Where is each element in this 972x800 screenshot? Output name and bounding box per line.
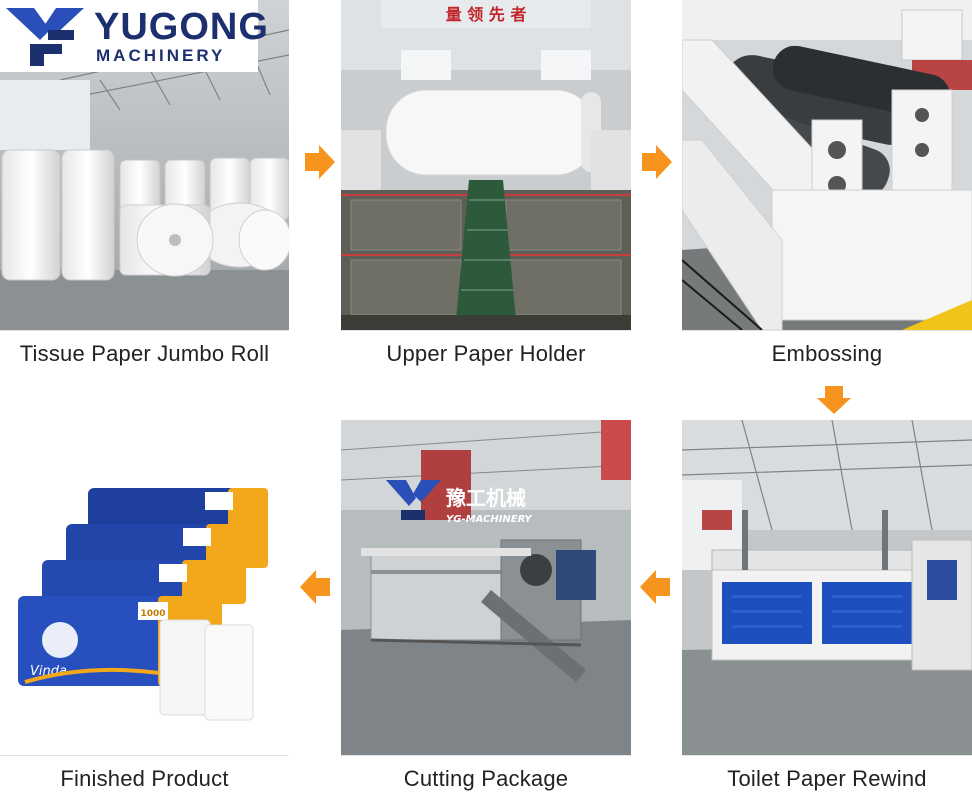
pack-count: 1000 xyxy=(140,609,165,619)
step-label: Finished Product xyxy=(60,766,229,791)
step-label: Upper Paper Holder xyxy=(386,341,586,366)
watermark-en: YG-MACHINERY xyxy=(446,514,533,525)
step-label: Embossing xyxy=(771,341,883,366)
cutting-package-photo: 豫工机械 YG-MACHINERY xyxy=(341,420,631,755)
flow-arrow-left-icon xyxy=(640,570,670,604)
step-card-cutting-package: 豫工机械 YG-MACHINERY Cutting Package xyxy=(341,420,631,800)
step-label: Tissue Paper Jumbo Roll xyxy=(19,341,270,366)
caption-divider xyxy=(0,755,289,756)
caption-divider xyxy=(682,755,972,756)
step-label: Toilet Paper Rewind xyxy=(727,766,927,791)
brand-logo: YUGONG MACHINERY xyxy=(0,0,268,72)
toilet-paper-rewind-photo xyxy=(682,420,972,755)
caption-divider xyxy=(682,330,972,331)
caption-divider xyxy=(341,330,631,331)
caption-divider xyxy=(341,755,631,756)
step-label: Cutting Package xyxy=(403,766,569,791)
finished-product-photo: 1000 Vinda xyxy=(0,420,289,755)
step-card-upper-paper-holder: 量 领 先 者 xyxy=(341,0,631,380)
flow-arrow-right-icon xyxy=(642,145,672,179)
step-card-embossing: Embossing xyxy=(682,0,972,380)
flow-arrow-left-icon xyxy=(300,570,330,604)
yg-logo-icon xyxy=(6,8,84,66)
upper-paper-holder-photo: 量 领 先 者 xyxy=(341,0,631,330)
yg-watermark-icon xyxy=(386,480,441,520)
brand-name: YUGONG xyxy=(94,6,269,48)
embossing-photo xyxy=(682,0,972,330)
banner-text: 量 领 先 者 xyxy=(446,5,527,24)
brand-tagline: MACHINERY xyxy=(96,46,226,65)
caption-divider xyxy=(0,330,289,331)
step-card-toilet-paper-rewind: Toilet Paper Rewind xyxy=(682,420,972,800)
step-card-finished-product: 1000 Vinda Finished Product xyxy=(0,420,289,800)
flow-arrow-right-icon xyxy=(305,145,335,179)
flow-arrow-down-icon xyxy=(817,386,851,414)
watermark-cn: 豫工机械 xyxy=(446,486,526,510)
